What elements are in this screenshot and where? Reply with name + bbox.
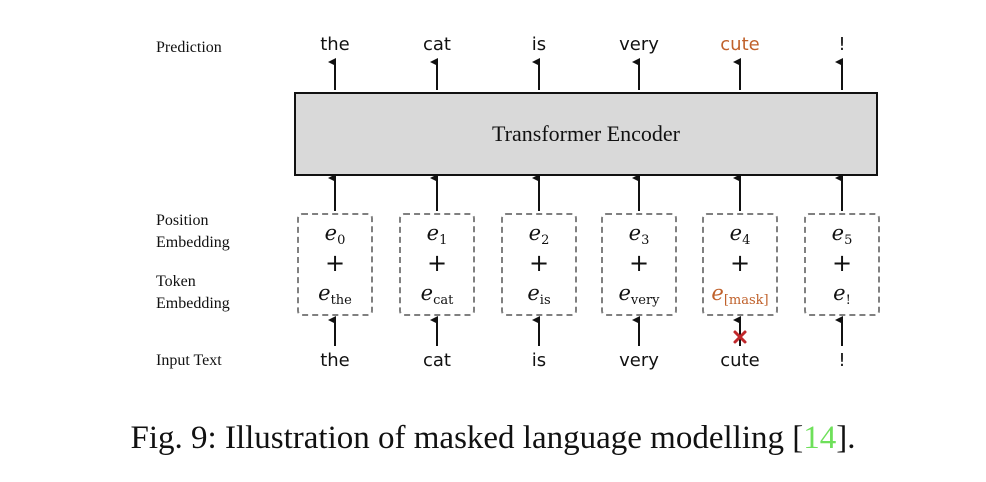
caption-suffix: ]. [836,420,856,456]
plus-sign: + [426,249,448,277]
token-embedding-subscript: is [539,293,551,308]
token-embedding-base: e [420,281,434,305]
arrows-layer [328,58,843,346]
label-position-embedding: Position Embedding [156,212,230,251]
token-embedding: every [603,281,675,308]
embedding-box: e0+ethe [297,213,373,316]
token-embedding: ecat [401,281,473,308]
input-token: the [320,350,350,371]
position-embedding-base: e [628,221,642,245]
embedding-box: e4+e[mask] [702,213,778,316]
label-token-embedding: Token Embedding [156,273,230,312]
encoder-label: Transformer Encoder [492,121,680,146]
cross-mark-icon [733,330,747,344]
position-embedding-index: 2 [541,233,550,248]
label-prediction: Prediction [156,39,222,56]
plus-sign: + [628,249,650,277]
transformer-encoder-block: Transformer Encoder [294,92,878,176]
token-embedding: e! [806,281,878,308]
input-token: cute [720,350,760,371]
token-embedding-subscript: cat [433,293,454,308]
embedding-box: e5+e! [804,213,880,316]
plus-sign: + [324,249,346,277]
token-embedding-subscript: ! [845,293,851,308]
token-embedding-base: e [711,281,724,305]
prediction-token: ! [838,34,846,55]
position-embedding-index: 1 [439,233,448,248]
token-embedding-base: e [318,281,331,305]
position-embedding-base: e [729,221,743,245]
position-embedding-index: 0 [337,233,346,248]
token-embedding-base: e [618,281,631,305]
plus-sign: + [831,249,853,277]
token-embedding-base: e [527,281,540,305]
citation-link[interactable]: 14 [803,420,837,456]
token-embedding-subscript: the [330,293,352,308]
token-embedding: ethe [299,281,371,308]
token-embedding: eis [503,281,575,308]
prediction-token: very [619,34,659,55]
position-embedding: e0 [299,221,371,248]
caption-prefix: Fig. 9: Illustration of masked language … [130,420,804,456]
position-embedding: e4 [704,221,776,248]
token-embedding-base: e [833,281,846,305]
position-embedding-base: e [528,221,542,245]
position-embedding-index: 3 [641,233,650,248]
position-embedding-index: 4 [742,233,751,248]
position-embedding-index: 5 [844,233,853,248]
plus-sign: + [528,249,550,277]
label-input-text: Input Text [156,352,222,369]
prediction-token: cute [720,34,760,55]
embedding-box: e3+every [601,213,677,316]
position-embedding: e2 [503,221,575,248]
input-token: ! [838,350,846,371]
input-token: cat [423,350,451,371]
embedding-box: e1+ecat [399,213,475,316]
figure-caption: Fig. 9: Illustration of masked language … [0,420,986,457]
position-embedding: e1 [401,221,473,248]
plus-sign: + [729,249,751,277]
embedding-box: e2+eis [501,213,577,316]
token-embedding-subscript: [mask] [723,293,769,308]
position-embedding-base: e [831,221,845,245]
position-embedding: e3 [603,221,675,248]
position-embedding: e5 [806,221,878,248]
prediction-token: is [531,34,547,55]
token-embedding: e[mask] [704,281,776,308]
position-embedding-base: e [426,221,440,245]
input-token: is [531,350,547,371]
input-token: very [619,350,659,371]
token-embedding-subscript: very [630,293,660,308]
prediction-token: the [320,34,350,55]
prediction-token: cat [423,34,451,55]
position-embedding-base: e [324,221,338,245]
